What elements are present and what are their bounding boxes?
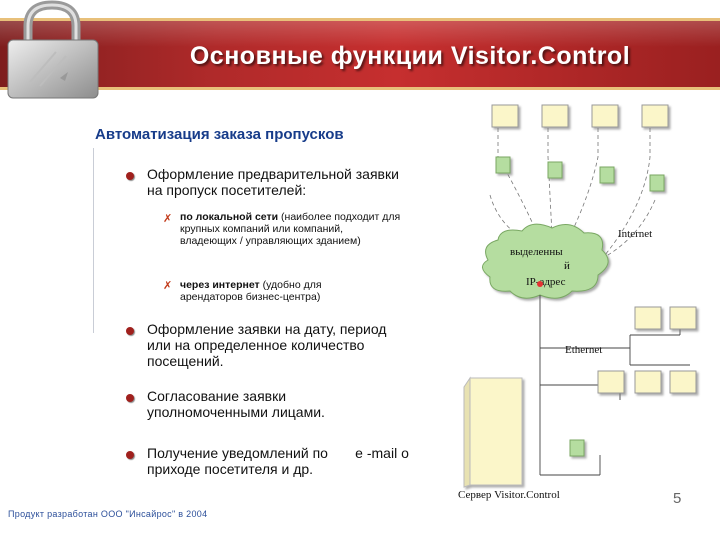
server-label: Сервер Visitor.Control xyxy=(458,489,560,501)
cross-marker: ✗ xyxy=(163,280,173,292)
node-icon xyxy=(569,439,585,457)
node-icon xyxy=(599,166,615,184)
node-icon xyxy=(495,156,511,174)
bullet-marker xyxy=(126,172,134,180)
monitor-icon xyxy=(669,370,697,394)
monitor-icon xyxy=(634,306,662,330)
monitor-icon xyxy=(669,306,697,330)
ethernet-label: Ethernet xyxy=(565,344,602,356)
ip-label: й xyxy=(564,260,570,272)
bullet-marker xyxy=(126,451,134,459)
node-icon xyxy=(649,174,665,192)
cross-marker: ✗ xyxy=(163,213,173,225)
bullet-text-1: Оформление предварительной заявки на про… xyxy=(147,166,399,198)
server-icon xyxy=(463,376,523,488)
footer-text: Продукт разработан ООО "Инсайрос" в 2004 xyxy=(8,509,208,519)
node-icon xyxy=(547,161,563,179)
bullet-text-2: Оформление заявки на дату, период или на… xyxy=(147,321,387,369)
monitor-icon xyxy=(597,370,625,394)
internet-label: Internet xyxy=(618,228,652,240)
internet-cloud xyxy=(482,223,609,299)
bullet-text-3: Согласование заявки уполномоченными лица… xyxy=(147,388,325,420)
bullet-marker xyxy=(126,327,134,335)
bullet-marker xyxy=(126,394,134,402)
bullet-text-4: Получение уведомлений по е -mail о прихо… xyxy=(147,445,413,477)
ip-label: выделенны xyxy=(510,246,563,258)
ip-label: IP-адрес xyxy=(526,276,566,288)
monitor-icon xyxy=(491,104,669,128)
slide-title: Основные функции Visitor.Control xyxy=(189,42,631,70)
divider-line xyxy=(93,148,94,333)
sub-bullet-2: через интернет (удобно для арендаторов б… xyxy=(180,279,322,303)
padlock-icon xyxy=(7,0,99,99)
monitor-icon xyxy=(634,370,662,394)
network-diagram: выделенны й IP-адрес Internet Ethernet xyxy=(458,104,697,501)
subtitle: Автоматизация заказа пропусков xyxy=(95,126,344,143)
sub-bullet-1: по локальной сети (наиболее подходит для… xyxy=(180,211,401,247)
title-bar: Основные функции Visitor.Control xyxy=(0,18,720,90)
ip-dot xyxy=(537,281,543,287)
page-number: 5 xyxy=(673,490,682,507)
